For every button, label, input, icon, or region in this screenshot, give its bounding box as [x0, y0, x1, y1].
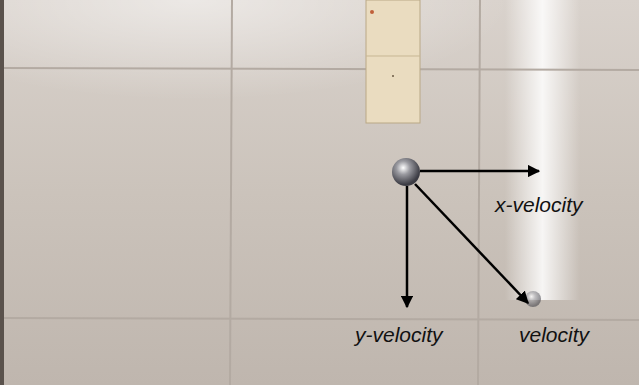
vector-label-box: velocity — [519, 323, 589, 346]
x-velocity-arrow — [420, 170, 539, 173]
light-glare — [505, 0, 580, 300]
steel-ball — [392, 158, 420, 186]
wood-block — [366, 0, 420, 123]
vector-label-box: x-velocity — [495, 193, 583, 216]
vector-label-box: y-velocity — [355, 323, 443, 346]
vector-label: velocity — [519, 323, 589, 346]
vector-label: x-velocity — [495, 193, 583, 216]
frame-edge — [0, 0, 4, 385]
vector-label: y-velocity — [355, 323, 443, 346]
velocity-vectors — [407, 171, 539, 307]
ball-later — [525, 291, 541, 307]
y-velocity-arrow — [406, 186, 409, 307]
